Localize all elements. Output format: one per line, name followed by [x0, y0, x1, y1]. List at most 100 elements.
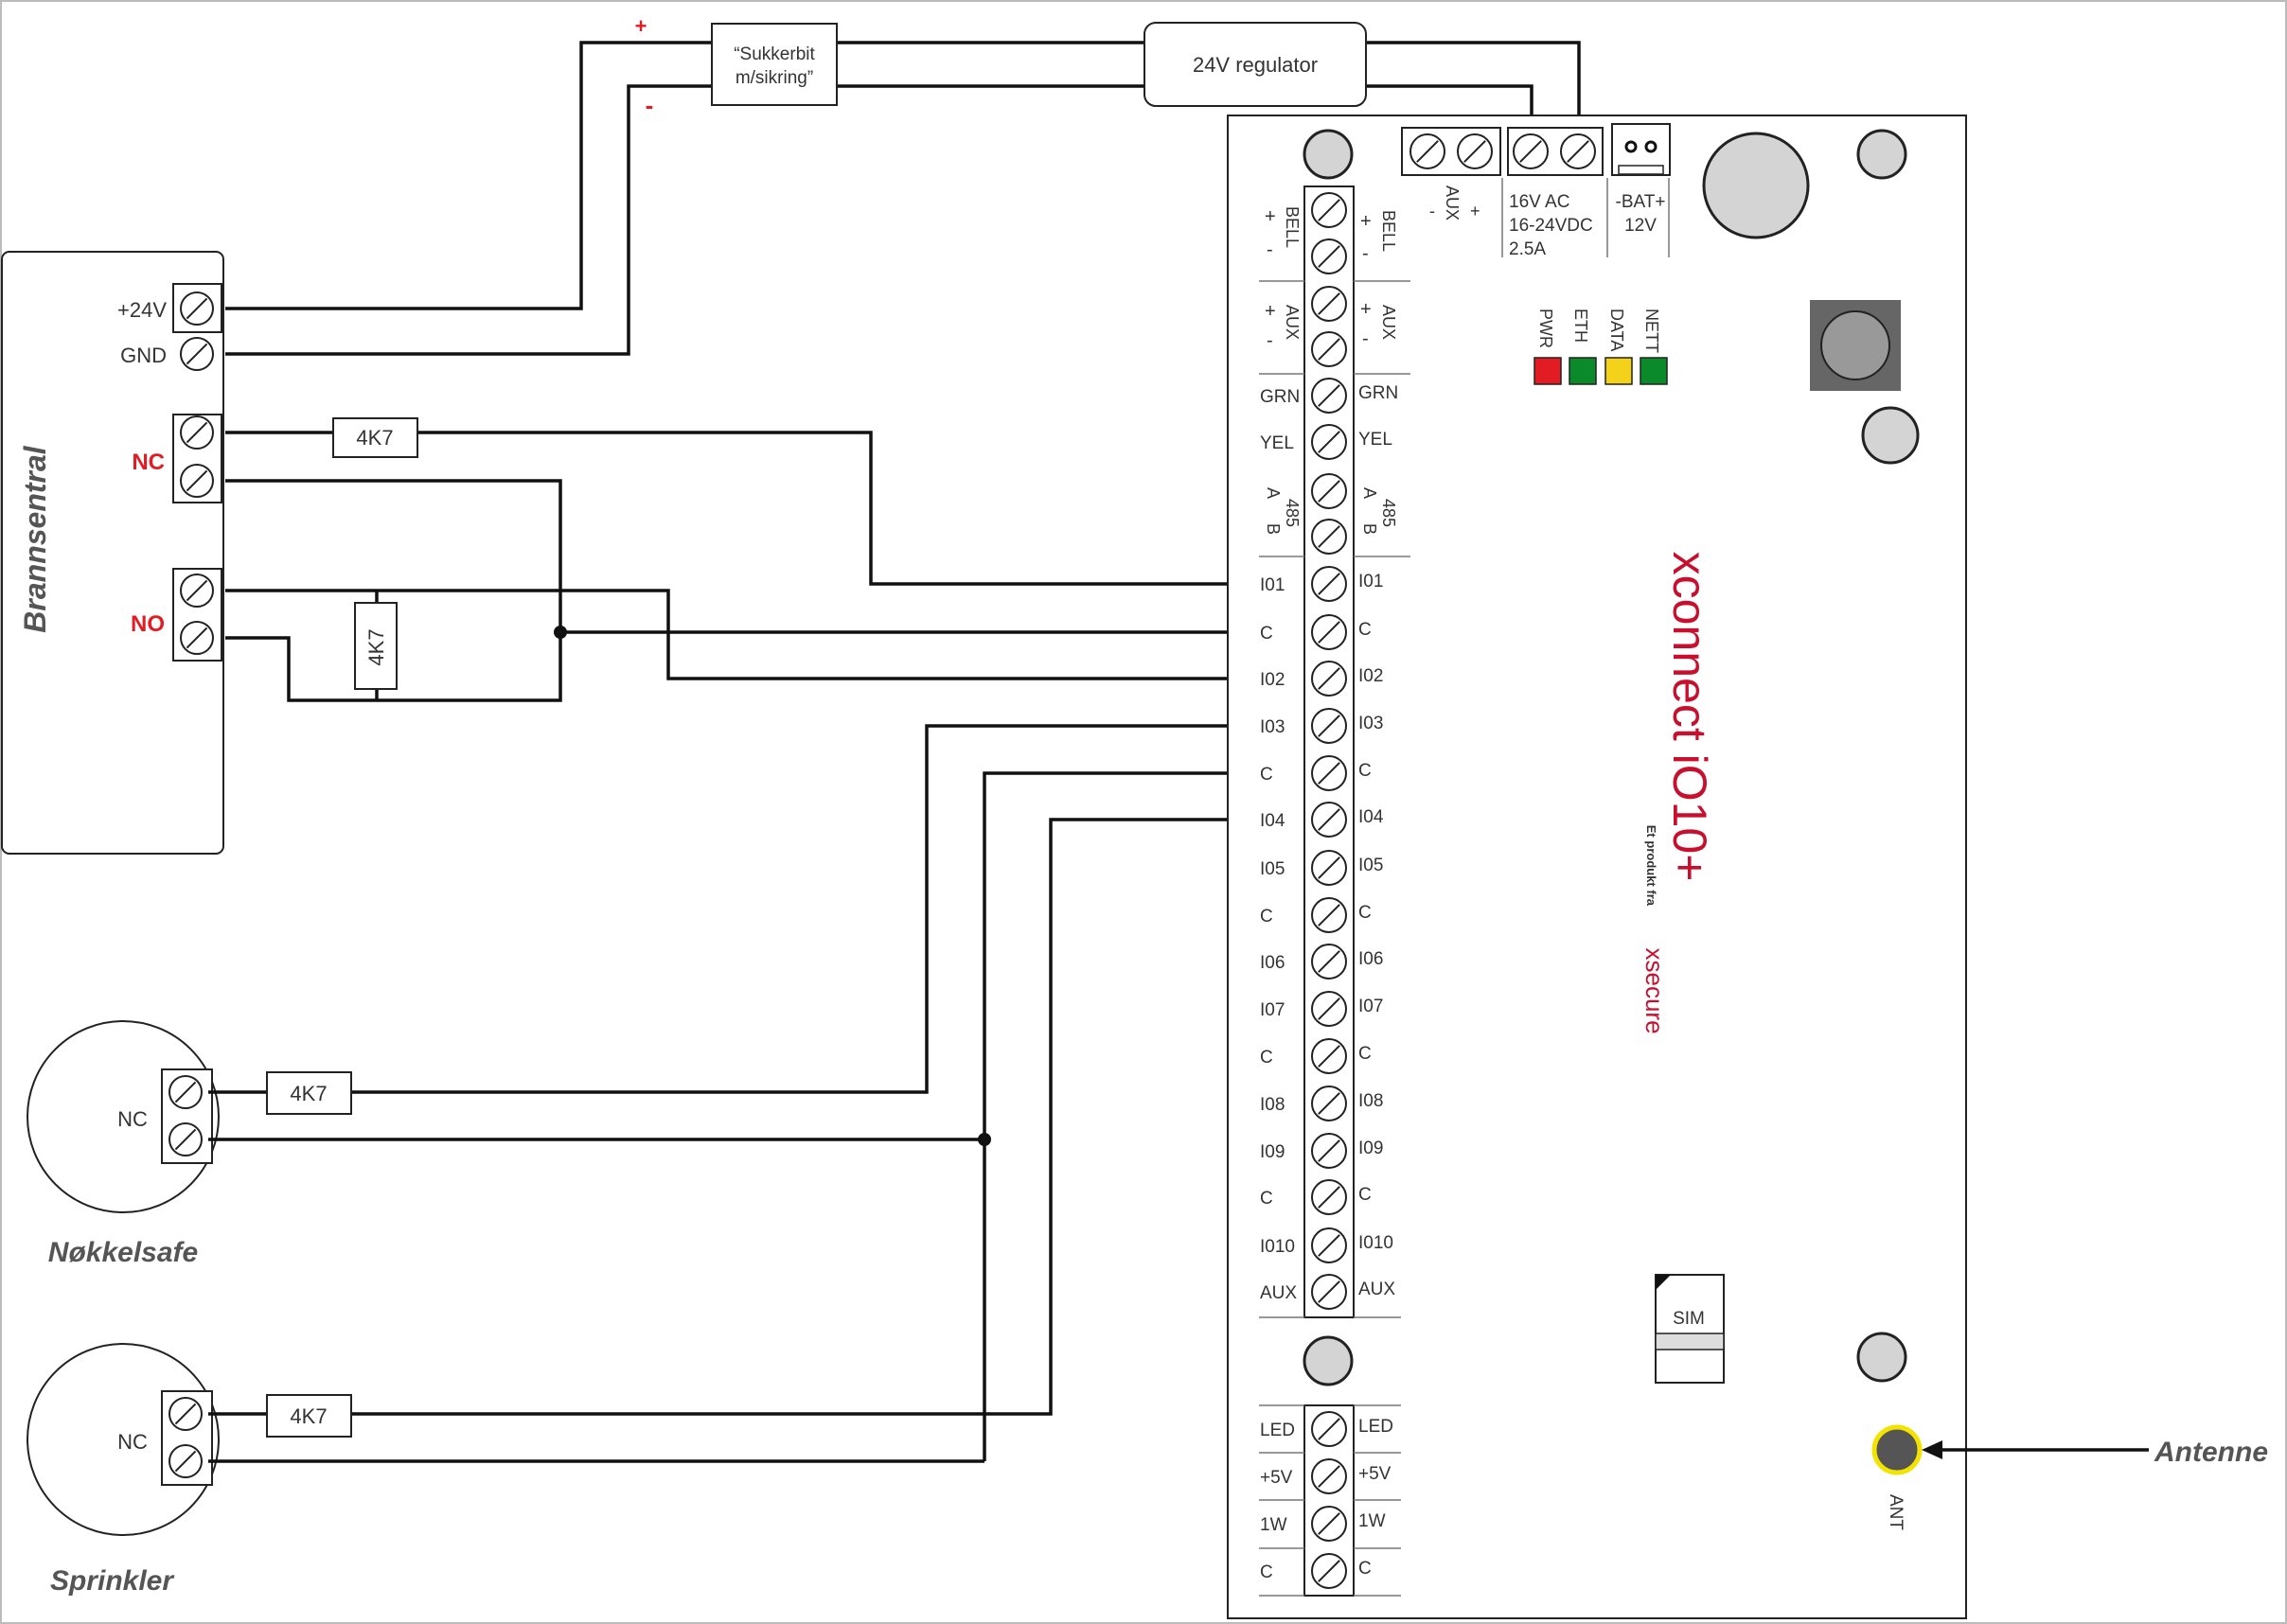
- top-terminals: AUX - + 16V AC 16-24VDC 2.5A -BAT+ 12V: [1401, 123, 1671, 259]
- upper-terminal-labels: BELL BELL AUX AUX 485 485 A B A B + - + …: [1264, 206, 1398, 535]
- brand-name: xconnect iO10+: [1663, 552, 1716, 882]
- bell-label-left: BELL: [1283, 206, 1302, 248]
- antenna-connector-icon: [1871, 1424, 1923, 1475]
- led-eth-icon: [1569, 357, 1597, 385]
- terminal-label-left: AUX: [1260, 1283, 1297, 1303]
- resistor-no: [354, 602, 398, 690]
- screw-icon: [1311, 661, 1347, 697]
- rs485-label-right: 485: [1379, 499, 1398, 527]
- terminal-label-left: I03: [1260, 717, 1285, 737]
- screw-icon: [1311, 1179, 1347, 1215]
- b-label-left: B: [1264, 523, 1283, 535]
- screw-icon: [180, 291, 214, 326]
- antenna-arrow-icon: [1922, 1440, 1942, 1459]
- terminal-label-left: C: [1260, 624, 1273, 644]
- io-board: SIM ANT Antenne xconnect iO10+ Et produk…: [1227, 115, 2268, 1619]
- bat-label-1: -BAT+: [1616, 192, 1666, 212]
- ant-label: ANT: [1886, 1494, 1906, 1530]
- terminal-label-left: I06: [1260, 953, 1285, 973]
- screw-icon: [180, 574, 214, 608]
- reset-button-cap-icon: [1820, 310, 1890, 380]
- terminal-label-right: GRN: [1358, 383, 1398, 403]
- screw-icon: [1311, 1458, 1347, 1494]
- led-pwr-icon: [1534, 357, 1562, 385]
- sim-label: SIM: [1673, 1309, 1705, 1329]
- led-data-icon: [1604, 357, 1633, 385]
- bottom-label-right: 1W: [1358, 1511, 1386, 1531]
- screw-icon: [180, 337, 214, 371]
- aux-minus-left: -: [1267, 330, 1273, 351]
- aux-label-left: AUX: [1283, 305, 1302, 340]
- terminal-label-left: C: [1260, 907, 1273, 927]
- gnd-label: GND: [120, 344, 167, 367]
- bat-label-2: 12V: [1624, 216, 1657, 236]
- brannsentral-wiring: 4K7 4K7: [225, 417, 1314, 702]
- aux-minus-right: -: [1362, 328, 1369, 349]
- mount-hole-r: [1861, 406, 1920, 465]
- screw-icon: [1311, 897, 1347, 933]
- mount-hole-br: [1856, 1332, 1907, 1383]
- screw-icon: [1311, 755, 1347, 791]
- resistor-nokkelsafe-label: 4K7: [290, 1082, 327, 1105]
- power-supply-chain: + - “Sukkerbit m/sikring” 24V regulator: [225, 14, 1581, 356]
- screw-icon: [1457, 133, 1493, 169]
- rs485-label-left: 485: [1283, 499, 1302, 527]
- fuse-label-2: m/sikring”: [736, 68, 813, 88]
- screw-icon: [1311, 1274, 1347, 1310]
- resistor-nc-label: 4K7: [356, 426, 393, 450]
- terminal-label-right: C: [1358, 761, 1372, 781]
- bottom-label-left: C: [1260, 1562, 1273, 1582]
- screw-icon: [1409, 133, 1445, 169]
- screw-icon: [1311, 473, 1347, 509]
- terminal-label-left: C: [1260, 765, 1273, 785]
- terminal-label-left: I08: [1260, 1095, 1285, 1115]
- screw-icon: [1311, 286, 1347, 322]
- terminal-label-right: AUX: [1358, 1280, 1395, 1299]
- bell-plus-left: +: [1265, 206, 1276, 227]
- terminal-label-right: C: [1358, 620, 1372, 640]
- led-nett-icon: [1640, 357, 1668, 385]
- terminal-label-right: YEL: [1358, 430, 1392, 450]
- aux-plus-left: +: [1265, 301, 1276, 322]
- brand-company: xsecure: [1640, 947, 1669, 1033]
- terminal-label-right: I09: [1358, 1139, 1383, 1158]
- terminal-label-right: I04: [1358, 807, 1384, 827]
- terminal-label-right: I05: [1358, 856, 1383, 875]
- screw-icon: [1311, 566, 1347, 602]
- screw-icon: [1311, 944, 1347, 980]
- main-terminal-block: [1303, 185, 1355, 1318]
- screw-icon: [168, 1075, 203, 1109]
- resistor-no-label: 4K7: [364, 628, 388, 665]
- screw-icon: [1311, 192, 1347, 228]
- sprinkler-title: Sprinkler: [50, 1565, 175, 1597]
- terminal-label-left: GRN: [1260, 387, 1300, 407]
- a-label-right: A: [1360, 487, 1379, 499]
- screw-icon: [1311, 331, 1347, 367]
- mount-hole-tr: [1856, 129, 1907, 180]
- no-label: NO: [131, 611, 165, 637]
- screw-icon: [1513, 133, 1549, 169]
- terminal-label-right: I08: [1358, 1091, 1383, 1111]
- aux-label-right: AUX: [1379, 305, 1398, 340]
- screw-icon: [1560, 133, 1596, 169]
- fuse-label-1: “Sukkerbit: [734, 44, 815, 64]
- screw-icon: [168, 1122, 203, 1156]
- resistor-nokkelsafe: [266, 1071, 352, 1115]
- screw-icon: [1311, 1553, 1347, 1589]
- screw-icon: [168, 1397, 203, 1431]
- bell-plus-right: +: [1360, 211, 1372, 232]
- terminal-label-right: I02: [1358, 666, 1383, 686]
- screw-icon: [168, 1444, 203, 1478]
- nokkelsafe-nc-label: NC: [117, 1107, 148, 1131]
- screw-icon: [1311, 1086, 1347, 1121]
- regulator-box: [1144, 22, 1367, 107]
- terminal-label-left: C: [1260, 1048, 1273, 1068]
- terminal-label-right: C: [1358, 1185, 1372, 1205]
- bottom-label-right: LED: [1358, 1417, 1393, 1437]
- bell-minus-left: -: [1267, 239, 1273, 260]
- terminal-label-left: YEL: [1260, 433, 1294, 453]
- screw-icon: [180, 415, 214, 450]
- terminal-label-left: I09: [1260, 1142, 1285, 1162]
- bottom-label-right: +5V: [1358, 1464, 1392, 1484]
